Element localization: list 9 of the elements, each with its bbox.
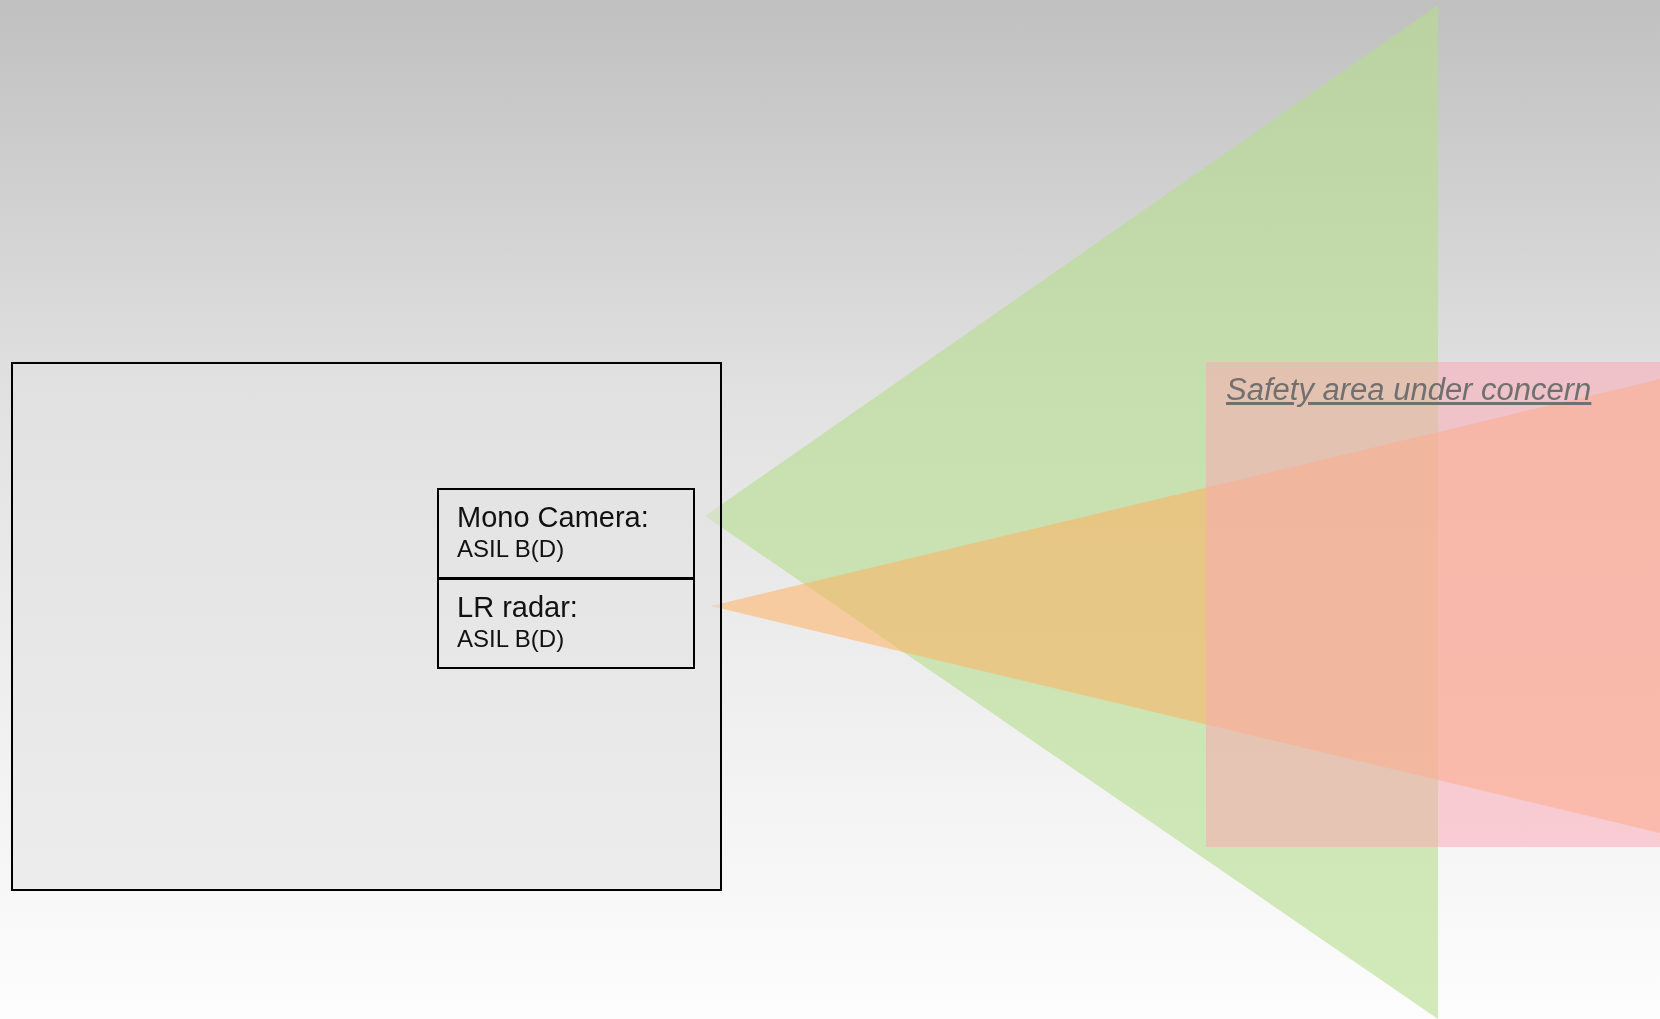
sensor-name: Mono Camera: <box>457 500 650 534</box>
safety-area <box>1206 362 1660 847</box>
sensor-name: LR radar: <box>457 590 579 624</box>
vehicle-box <box>11 362 722 891</box>
sensor-box <box>437 488 695 579</box>
asil-rating: ASIL B(D) <box>457 534 566 564</box>
area-label: Safety area under concern <box>1226 372 1592 408</box>
sensor-box <box>437 578 695 669</box>
asil-rating: ASIL B(D) <box>457 624 566 654</box>
